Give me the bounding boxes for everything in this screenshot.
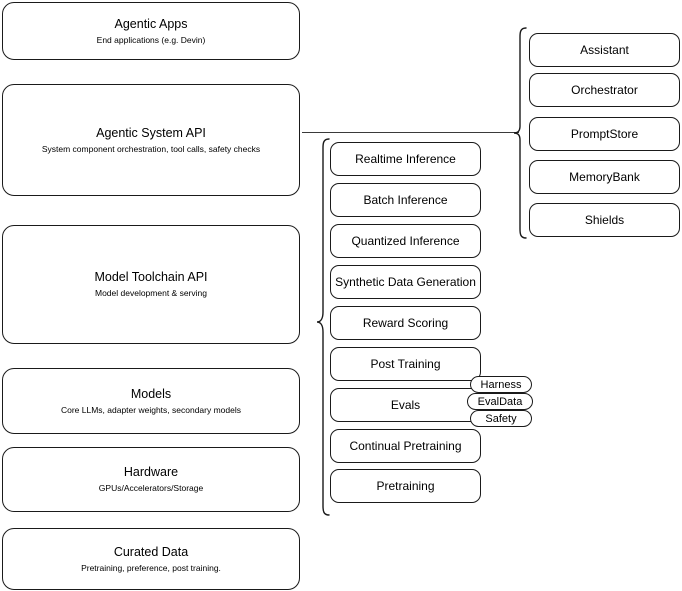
layer-subtitle: GPUs/Accelerators/Storage bbox=[98, 483, 204, 493]
brace-toolchain-capabilities bbox=[316, 138, 330, 516]
capability-box-pretraining[interactable]: Pretraining bbox=[330, 469, 481, 503]
layer-subtitle: End applications (e.g. Devin) bbox=[96, 34, 206, 45]
layer-box-agentic-system-api[interactable]: Agentic System API System component orch… bbox=[2, 84, 300, 196]
capability-label: Batch Inference bbox=[363, 193, 448, 207]
layer-title: Curated Data bbox=[113, 544, 189, 559]
capability-box-continual-pretraining[interactable]: Continual Pretraining bbox=[330, 429, 481, 463]
layer-subtitle: Core LLMs, adapter weights, secondary mo… bbox=[60, 404, 241, 415]
layer-box-hardware[interactable]: Hardware GPUs/Accelerators/Storage bbox=[2, 447, 300, 512]
component-box-assistant[interactable]: Assistant bbox=[529, 33, 680, 67]
component-label: Shields bbox=[584, 213, 625, 227]
badge-label: EvalData bbox=[477, 395, 523, 408]
capability-box-reward-scoring[interactable]: Reward Scoring bbox=[330, 306, 481, 340]
capability-box-realtime-inference[interactable]: Realtime Inference bbox=[330, 142, 481, 176]
badge-label: Safety bbox=[485, 412, 517, 425]
component-label: MemoryBank bbox=[569, 170, 640, 184]
capability-label: Evals bbox=[390, 398, 421, 412]
layer-title: Agentic Apps bbox=[114, 16, 188, 31]
connector-system-api-to-components bbox=[302, 132, 519, 133]
capability-box-quantized-inference[interactable]: Quantized Inference bbox=[330, 224, 481, 258]
capability-label: Reward Scoring bbox=[362, 316, 449, 330]
component-box-memorybank[interactable]: MemoryBank bbox=[529, 160, 680, 194]
capability-box-post-training[interactable]: Post Training bbox=[330, 347, 481, 381]
capability-box-evals[interactable]: Evals bbox=[330, 388, 481, 422]
component-box-orchestrator[interactable]: Orchestrator bbox=[529, 73, 680, 107]
brace-system-components bbox=[513, 27, 527, 239]
layer-title: Agentic System API bbox=[96, 125, 206, 140]
layer-subtitle: Pretraining, preference, post training. bbox=[81, 562, 221, 573]
layer-title: Models bbox=[130, 386, 172, 401]
badge-harness[interactable]: Harness bbox=[470, 376, 532, 393]
layer-box-curated-data[interactable]: Curated Data Pretraining, preference, po… bbox=[2, 528, 300, 590]
capability-label: Post Training bbox=[370, 357, 441, 371]
capability-label: Pretraining bbox=[376, 479, 435, 493]
layer-subtitle: Model development & serving bbox=[95, 288, 207, 298]
component-box-shields[interactable]: Shields bbox=[529, 203, 680, 237]
capability-box-synthetic-data-generation[interactable]: Synthetic Data Generation bbox=[330, 265, 481, 299]
badge-evaldata[interactable]: EvalData bbox=[467, 393, 533, 410]
capability-label: Quantized Inference bbox=[351, 234, 460, 248]
layer-box-agentic-apps[interactable]: Agentic Apps End applications (e.g. Devi… bbox=[2, 2, 300, 60]
layer-box-model-toolchain-api[interactable]: Model Toolchain API Model development & … bbox=[2, 225, 300, 344]
component-label: Orchestrator bbox=[571, 83, 638, 97]
capability-label: Realtime Inference bbox=[355, 152, 456, 166]
capability-box-batch-inference[interactable]: Batch Inference bbox=[330, 183, 481, 217]
layer-title: Hardware bbox=[123, 465, 179, 479]
capability-label: Synthetic Data Generation bbox=[335, 275, 476, 289]
component-label: PromptStore bbox=[570, 127, 639, 141]
layer-title: Model Toolchain API bbox=[94, 270, 208, 284]
layer-subtitle: System component orchestration, tool cal… bbox=[41, 143, 261, 154]
component-label: Assistant bbox=[580, 43, 629, 57]
badge-label: Harness bbox=[480, 378, 522, 391]
layer-box-models[interactable]: Models Core LLMs, adapter weights, secon… bbox=[2, 368, 300, 434]
badge-safety[interactable]: Safety bbox=[470, 410, 532, 427]
component-box-promptstore[interactable]: PromptStore bbox=[529, 117, 680, 151]
capability-label: Continual Pretraining bbox=[349, 439, 462, 453]
